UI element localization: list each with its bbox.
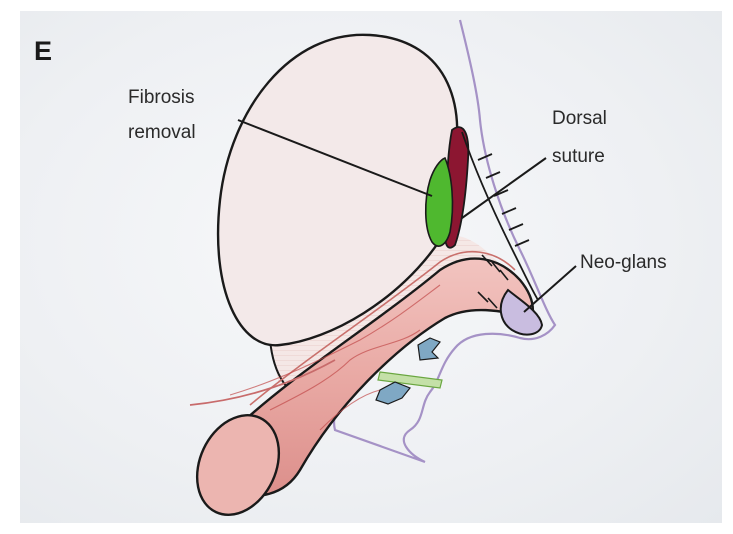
label-dorsal-line2: suture (552, 144, 605, 170)
label-dorsal-line1: Dorsal (552, 106, 607, 132)
label-fibrosis-line2: removal (128, 120, 196, 146)
blue-vessel-1 (418, 338, 440, 360)
panel-letter: E (34, 36, 52, 67)
label-fibrosis-line1: Fibrosis (128, 85, 195, 111)
label-neoglans: Neo-glans (580, 250, 667, 276)
blue-vessel-2 (376, 382, 410, 404)
